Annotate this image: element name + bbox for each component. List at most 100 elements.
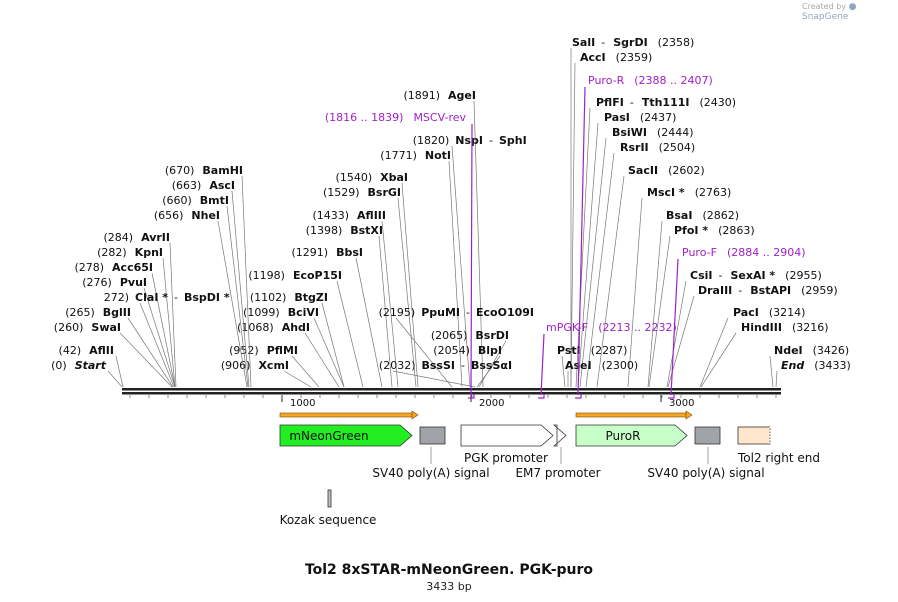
feature-kozak-sequence[interactable]: Kozak sequence xyxy=(280,489,377,527)
enzyme-site[interactable]: End (3433) xyxy=(775,359,851,388)
backbone-line-bottom xyxy=(122,392,781,395)
feature-sv40-poly-a-signal[interactable]: SV40 poly(A) signal xyxy=(372,426,490,480)
primer-binding-site[interactable]: MSCV-rev(1816 .. 1839) xyxy=(325,111,475,399)
site-position: (278) xyxy=(74,261,104,274)
primer-binding-site[interactable]: Puro-F(2884 .. 2904) xyxy=(668,246,806,399)
site-leader-line xyxy=(397,197,417,388)
primer-binding-site[interactable]: mPGK-F(2213 .. 2232) xyxy=(538,321,677,399)
site-position: (656) xyxy=(154,209,184,222)
site-position: (670) xyxy=(165,164,195,177)
site-position: (663) xyxy=(172,179,202,192)
primer-leader-line xyxy=(470,123,473,396)
site-position: (265) xyxy=(65,306,95,319)
enzyme-site[interactable]: AflII(42) xyxy=(59,344,124,388)
site-position: (1099) xyxy=(243,306,280,319)
enzyme-name: PfoI * xyxy=(674,224,708,237)
enzyme-site[interactable]: HindIII(3216) xyxy=(700,321,829,388)
enzyme-name: SacII xyxy=(628,164,658,177)
enzyme-site[interactable]: SalI-SgrDI(2358) xyxy=(570,36,694,387)
enzyme-site[interactable]: CsiI-SexAI *(2955) xyxy=(666,269,822,388)
feature-box xyxy=(737,426,771,445)
enzyme-name-2: SphI xyxy=(499,134,527,147)
enzyme-site[interactable]: Acc65I(278) xyxy=(74,261,176,388)
enzyme-site[interactable]: BsrDI(2065) xyxy=(431,329,509,388)
enzyme-site[interactable]: BssSαI-BssSI(2032) xyxy=(379,359,512,388)
enzyme-site[interactable]: SphI-NspI(1820) xyxy=(413,134,527,388)
enzyme-site[interactable]: PvuI(276) xyxy=(82,276,176,388)
site-leader-line xyxy=(395,317,453,388)
orf-arrowhead xyxy=(411,410,419,420)
enzyme-site[interactable]: BbsI(1291) xyxy=(292,246,383,388)
feature-box xyxy=(694,426,721,445)
enzyme-site[interactable]: BstXI(1398) xyxy=(306,224,393,388)
enzyme-name: End xyxy=(781,359,804,372)
enzyme-name: MscI * xyxy=(647,186,685,199)
enzyme-site[interactable]: KpnI(282) xyxy=(97,246,176,388)
enzyme-site[interactable]: PstI(2287) xyxy=(557,344,627,388)
enzyme-site[interactable]: PfoI *(2863) xyxy=(648,224,755,388)
enzyme-site[interactable]: XbaI(1540) xyxy=(336,171,419,388)
enzyme-site[interactable]: BciVI(1099) xyxy=(243,306,345,388)
enzyme-site[interactable]: EcoO109I-PpuMI(2195) xyxy=(379,306,534,388)
feature-pgk-promoter[interactable]: PGK promoter xyxy=(460,424,554,465)
enzyme-site[interactable]: DraIII-BstAPI(2959) xyxy=(667,284,838,388)
enzyme-site[interactable]: BspDI *-ClaI *272) xyxy=(104,291,230,388)
enzyme-site[interactable]: AvrII(284) xyxy=(104,231,177,388)
primer-leader-line xyxy=(670,258,679,396)
enzyme-site[interactable]: BlpI(2054) xyxy=(433,344,502,388)
enzyme-site[interactable]: AflIII(1433) xyxy=(312,209,399,388)
enzyme-name-2: BssSαI xyxy=(471,359,512,372)
enzyme-site[interactable]: BtgZI(1102) xyxy=(250,291,345,388)
enzyme-site[interactable]: NotI(1771) xyxy=(380,149,463,388)
primer-name: MSCV-rev xyxy=(413,111,466,124)
enzyme-name: BbsI xyxy=(336,246,363,259)
feature-sv40-poly-a-signal[interactable]: SV40 poly(A) signal xyxy=(647,426,765,480)
enzyme-site[interactable]: BglII(265) xyxy=(65,306,174,388)
enzyme-name: AhdI xyxy=(282,321,310,334)
feature-tol2-right-end[interactable]: Tol2 right end xyxy=(737,426,820,465)
enzyme-site[interactable]: BsrGI(1529) xyxy=(323,186,417,388)
enzyme-site[interactable]: SacII(2602) xyxy=(596,164,705,388)
enzyme-site[interactable]: AscI(663) xyxy=(172,179,250,388)
enzyme-site[interactable]: RsrII(2504) xyxy=(585,141,695,388)
enzyme-site[interactable]: BsiWI(2444) xyxy=(579,126,694,388)
primer-leader-line xyxy=(577,86,586,396)
enzyme-site[interactable]: XcmI(906) xyxy=(221,359,312,388)
enzyme-site[interactable]: AccI(2359) xyxy=(570,51,652,388)
primer-range: (2388 .. 2407) xyxy=(634,74,713,87)
site-position: (0) xyxy=(51,359,67,372)
enzyme-site[interactable]: AgeI(1891) xyxy=(403,89,484,388)
enzyme-site[interactable]: PflFI-Tth111I(2430) xyxy=(575,96,736,388)
enzyme-site[interactable]: PasI(2437) xyxy=(577,111,676,388)
feature-mneongreen[interactable]: mNeonGreen xyxy=(279,424,413,447)
enzyme-site[interactable]: BsaI(2862) xyxy=(647,209,739,388)
enzyme-site[interactable]: SwaI(260) xyxy=(54,321,173,388)
enzyme-site[interactable]: AhdI(1068) xyxy=(237,321,340,388)
enzyme-name: BsaI xyxy=(666,209,692,222)
site-leader-line xyxy=(241,175,252,388)
enzyme-name-2: EcoO109I xyxy=(476,306,534,319)
site-leader-line xyxy=(378,235,393,388)
enzyme-site[interactable]: MscI *(2763) xyxy=(627,186,731,388)
snapgene-logo: ● xyxy=(848,2,857,12)
site-position: (3433) xyxy=(814,359,851,372)
enzyme-name: HindIII xyxy=(741,321,782,334)
enzyme-site[interactable]: PacI(3214) xyxy=(699,306,805,388)
enzyme-site[interactable]: NdeI(3426) xyxy=(769,344,849,388)
primer-binding-site[interactable]: Puro-R(2388 .. 2407) xyxy=(575,74,713,399)
enzyme-site[interactable]: Start(0) xyxy=(51,359,123,388)
enzyme-site[interactable]: BamHI(670) xyxy=(165,164,252,388)
site-position: (2054) xyxy=(433,344,470,357)
site-leader-line xyxy=(321,302,345,388)
feature-label: mNeonGreen xyxy=(289,429,368,443)
site-separator: - xyxy=(461,359,465,372)
enzyme-name: RsrII xyxy=(620,141,649,154)
feature-puror[interactable]: PuroR xyxy=(575,424,688,447)
enzyme-site[interactable]: EcoP15I(1198) xyxy=(248,269,364,388)
site-position: (282) xyxy=(97,246,127,259)
feature-em7-promoter[interactable]: EM7 promoter xyxy=(515,424,601,480)
enzyme-name: AccI xyxy=(580,51,606,64)
enzyme-site[interactable]: NheI(656) xyxy=(154,209,248,388)
feature-label: Tol2 right end xyxy=(737,451,820,465)
enzyme-site[interactable]: BmtI(660) xyxy=(162,194,249,388)
